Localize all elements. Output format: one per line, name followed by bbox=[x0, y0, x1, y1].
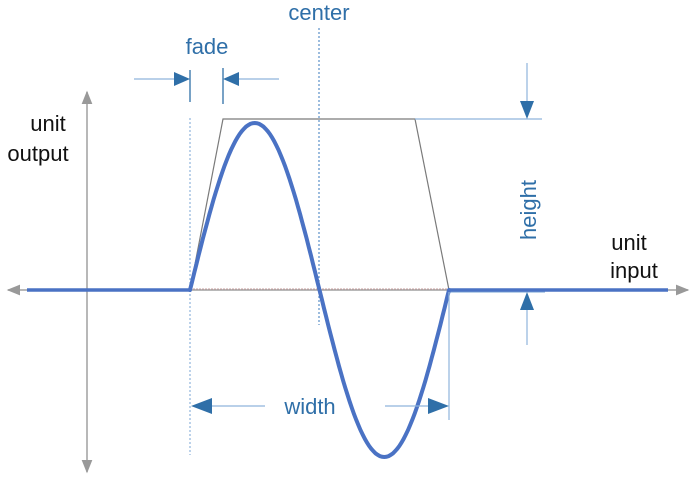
fade-left-arrowhead bbox=[174, 72, 190, 86]
trapezoid-envelope bbox=[189, 118, 450, 291]
fade-label: fade bbox=[186, 34, 229, 59]
height-bottom-arrowhead bbox=[520, 292, 534, 310]
center-label: center bbox=[288, 0, 349, 25]
fade-right-arrowhead bbox=[223, 72, 239, 86]
sine-wave-curve bbox=[188, 120, 451, 460]
unit-output-label-line1: unit bbox=[30, 111, 65, 136]
unit-output-label-line2: output bbox=[7, 141, 68, 166]
width-label: width bbox=[283, 394, 335, 419]
height-label: height bbox=[516, 180, 541, 240]
unit-input-label-line2: input bbox=[610, 258, 658, 283]
height-top-arrowhead bbox=[520, 101, 534, 119]
width-right-arrowhead bbox=[428, 398, 449, 414]
unit-input-label-line1: unit bbox=[611, 230, 646, 255]
width-left-arrowhead bbox=[191, 398, 212, 414]
